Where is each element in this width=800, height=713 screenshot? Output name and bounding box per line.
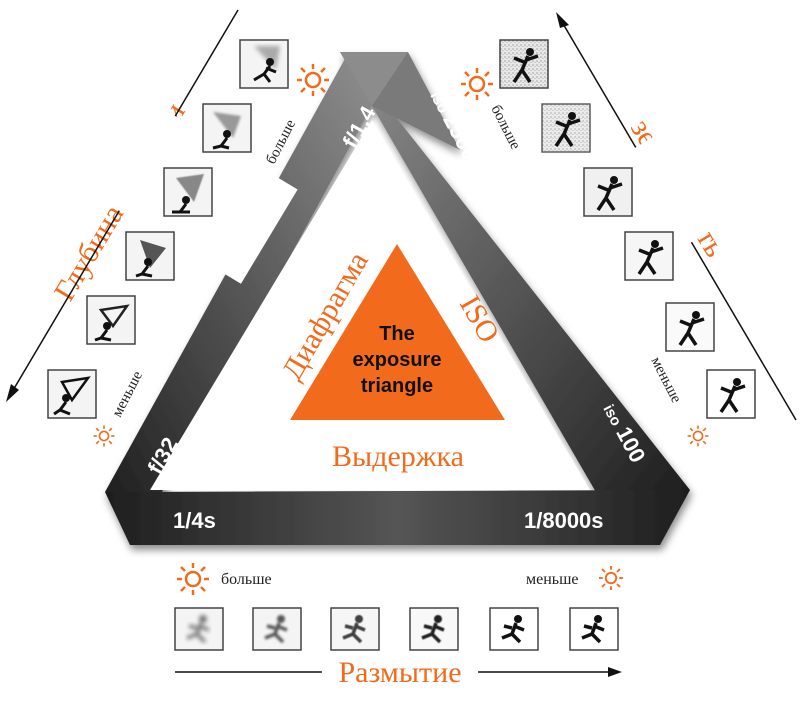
sun-icon <box>177 563 209 595</box>
running-figure-icon <box>569 607 619 651</box>
grain-less-light-label: меньше <box>647 355 684 406</box>
aperture-figure-icon <box>163 167 213 217</box>
aperture-figure-icon <box>125 231 175 281</box>
jumping-figure-icon <box>541 103 591 153</box>
aperture-figure-icon <box>202 103 252 153</box>
sun-icon <box>93 425 115 447</box>
blur-icons <box>174 607 619 651</box>
aperture-figure-icon <box>86 295 136 345</box>
blur-less-light-label: меньше <box>526 571 579 588</box>
aperture-figure-icon <box>47 369 97 419</box>
center-title-line1: The <box>379 323 415 345</box>
running-figure-icon <box>252 607 302 651</box>
running-figure-icon <box>489 607 539 651</box>
grain-icons <box>499 39 756 419</box>
grain-more-light-label: больше <box>487 103 523 153</box>
shutter-fast-label: 1/8000s <box>524 508 604 533</box>
jumping-figure-icon <box>665 302 715 352</box>
center-orange-triangle <box>290 244 505 420</box>
exposure-triangle-frame <box>105 52 690 545</box>
center-title-line2: exposure <box>353 349 442 371</box>
running-figure-icon <box>409 607 459 651</box>
running-figure-icon <box>174 607 224 651</box>
grain-arrow-head <box>556 12 569 28</box>
depth-less-light-label: меньше <box>109 368 146 419</box>
shutter-slow-label: 1/4s <box>173 508 216 533</box>
sun-icon <box>687 425 709 447</box>
jumping-figure-icon <box>624 231 674 281</box>
center-title-line3: triangle <box>361 375 433 397</box>
blur-arrow-head <box>608 667 622 677</box>
blur-more-light-label: больше <box>221 571 272 588</box>
aperture-band <box>105 55 372 523</box>
jumping-figure-icon <box>583 167 633 217</box>
aperture-figure-icon <box>239 39 289 89</box>
sun-icon <box>599 566 623 590</box>
running-figure-icon <box>330 607 380 651</box>
blur-label: Размытие <box>338 656 461 689</box>
depth-of-field-icons <box>47 39 289 419</box>
sun-icon <box>297 64 329 96</box>
shutter-band <box>105 490 690 545</box>
sun-icon <box>461 68 493 100</box>
shutter-side-label: Выдержка <box>332 440 464 473</box>
depth-of-field-arrow-head <box>6 384 19 402</box>
jumping-figure-icon <box>499 39 549 89</box>
iso-band <box>347 55 690 506</box>
jumping-figure-icon <box>706 369 756 419</box>
